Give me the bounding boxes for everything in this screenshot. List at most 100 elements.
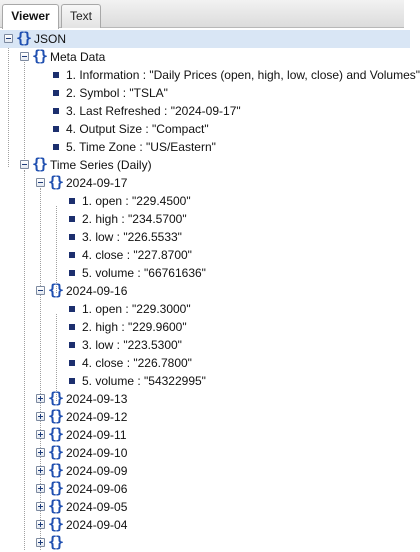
collapse-toggle-icon[interactable] — [4, 34, 13, 43]
tree-connector — [24, 62, 25, 167]
tree-leaf-label: 1. open : "229.4500" — [82, 194, 191, 208]
tree-node-date-collapsed[interactable]: {} 2024-09-04 — [0, 516, 410, 534]
property-icon — [69, 252, 75, 258]
collapse-toggle-icon[interactable] — [36, 178, 45, 187]
property-icon — [69, 342, 75, 348]
property-icon — [53, 126, 59, 132]
tree-leaf[interactable]: 3. low : "226.5533" — [0, 228, 410, 246]
property-icon — [69, 378, 75, 384]
tree-leaf[interactable]: 4. Output Size : "Compact" — [0, 120, 410, 138]
tree-leaf-label: 2. high : "229.9600" — [82, 320, 187, 334]
tree-connector — [24, 170, 25, 550]
object-braces-icon: {} — [48, 533, 64, 551]
tree-node-label: 2024-09-06 — [66, 482, 128, 496]
tree-leaf-label: 3. Last Refreshed : "2024-09-17" — [66, 104, 241, 118]
tree-node-label: Meta Data — [50, 50, 106, 64]
tree-connector — [40, 188, 41, 550]
object-braces-icon: {} — [48, 479, 64, 497]
tree-leaf[interactable]: 2. Symbol : "TSLA" — [0, 84, 410, 102]
property-icon — [69, 270, 75, 276]
property-icon — [53, 90, 59, 96]
tree-node-label: 2024-09-04 — [66, 518, 128, 532]
tree-leaf[interactable]: 5. Time Zone : "US/Eastern" — [0, 138, 410, 156]
property-icon — [53, 108, 59, 114]
expand-toggle-icon[interactable] — [36, 394, 45, 403]
expand-toggle-icon[interactable] — [36, 466, 45, 475]
expand-toggle-icon[interactable] — [36, 448, 45, 457]
tree-leaf[interactable]: 1. open : "229.4500" — [0, 192, 410, 210]
property-icon — [69, 216, 75, 222]
tree-node-date-collapsed[interactable]: {} 2024-09-13 — [0, 390, 410, 408]
tree-node-label: JSON — [34, 32, 67, 46]
object-braces-icon: {} — [48, 389, 64, 407]
tree-node-date-collapsed[interactable]: {} — [0, 534, 410, 552]
collapse-toggle-icon[interactable] — [20, 52, 29, 61]
tree-leaf[interactable]: 2. high : "234.5700" — [0, 210, 410, 228]
expand-toggle-icon[interactable] — [36, 430, 45, 439]
property-icon — [53, 144, 59, 150]
tree-node-date-collapsed[interactable]: {} 2024-09-12 — [0, 408, 410, 426]
property-icon — [69, 198, 75, 204]
tree-leaf-label: 4. Output Size : "Compact" — [66, 122, 209, 136]
tree-node-label: 2024-09-13 — [66, 392, 128, 406]
property-icon — [69, 360, 75, 366]
json-tree: {} JSON {} Meta Data 1. Information : "D… — [0, 30, 420, 551]
tab-text[interactable]: Text — [61, 4, 101, 28]
tab-viewer[interactable]: Viewer — [2, 4, 59, 29]
collapse-toggle-icon[interactable] — [20, 160, 29, 169]
tree-leaf[interactable]: 5. volume : "66761636" — [0, 264, 410, 282]
tree-leaf[interactable]: 4. close : "227.8700" — [0, 246, 410, 264]
object-braces-icon: {} — [48, 407, 64, 425]
object-braces-icon: {} — [48, 515, 64, 533]
object-braces-icon: {} — [48, 281, 64, 299]
tree-node-date-collapsed[interactable]: {} 2024-09-05 — [0, 498, 410, 516]
tree-node-meta-data[interactable]: {} Meta Data — [0, 48, 410, 66]
tree-leaf[interactable]: 3. Last Refreshed : "2024-09-17" — [0, 102, 410, 120]
object-braces-icon: {} — [48, 461, 64, 479]
tree-node-root[interactable]: {} JSON — [0, 30, 410, 48]
tree-leaf[interactable]: 1. Information : "Daily Prices (open, hi… — [0, 66, 420, 84]
tree-node-date-collapsed[interactable]: {} 2024-09-09 — [0, 462, 410, 480]
expand-toggle-icon[interactable] — [36, 538, 45, 547]
tree-leaf[interactable]: 5. volume : "54322995" — [0, 372, 410, 390]
tree-leaf-label: 3. low : "223.5300" — [82, 338, 182, 352]
tree-node-label: 2024-09-11 — [66, 428, 127, 442]
object-braces-icon: {} — [32, 47, 48, 65]
expand-toggle-icon[interactable] — [36, 502, 45, 511]
expand-toggle-icon[interactable] — [36, 520, 45, 529]
expand-toggle-icon[interactable] — [36, 412, 45, 421]
tree-node-date-collapsed[interactable]: {} 2024-09-10 — [0, 444, 410, 462]
tree-leaf-label: 1. Information : "Daily Prices (open, hi… — [66, 68, 420, 82]
object-braces-icon: {} — [48, 425, 64, 443]
expand-toggle-icon[interactable] — [36, 484, 45, 493]
object-braces-icon: {} — [16, 29, 32, 47]
tree-leaf[interactable]: 3. low : "223.5300" — [0, 336, 410, 354]
tree-leaf-label: 4. close : "227.8700" — [82, 248, 192, 262]
tree-node-label: 2024-09-16 — [66, 284, 128, 298]
tree-leaf-label: 3. low : "226.5533" — [82, 230, 182, 244]
tree-connector — [8, 44, 9, 167]
property-icon — [69, 234, 75, 240]
object-braces-icon: {} — [48, 497, 64, 515]
collapse-toggle-icon[interactable] — [36, 286, 45, 295]
tree-leaf[interactable]: 4. close : "226.7800" — [0, 354, 410, 372]
tree-leaf-label: 1. open : "229.3000" — [82, 302, 191, 316]
tree-leaf-label: 2. Symbol : "TSLA" — [66, 86, 168, 100]
tree-node-date[interactable]: {} 2024-09-17 — [0, 174, 410, 192]
tree-node-date-collapsed[interactable]: {} 2024-09-06 — [0, 480, 410, 498]
object-braces-icon: {} — [48, 173, 64, 191]
tree-leaf[interactable]: 1. open : "229.3000" — [0, 300, 410, 318]
property-icon — [69, 306, 75, 312]
property-icon — [69, 324, 75, 330]
tree-leaf-label: 5. volume : "54322995" — [82, 374, 206, 388]
tree-node-date[interactable]: {} 2024-09-16 — [0, 282, 410, 300]
tree-leaf-label: 2. high : "234.5700" — [82, 212, 187, 226]
tree-node-label: 2024-09-10 — [66, 446, 128, 460]
tree-leaf[interactable]: 2. high : "229.9600" — [0, 318, 410, 336]
tree-node-date-collapsed[interactable]: {} 2024-09-11 — [0, 426, 410, 444]
tree-node-label: 2024-09-09 — [66, 464, 128, 478]
tree-node-label: 2024-09-12 — [66, 410, 128, 424]
tree-node-time-series[interactable]: {} Time Series (Daily) — [0, 156, 410, 174]
tree-connector — [56, 314, 57, 401]
tree-node-label: Time Series (Daily) — [50, 158, 152, 172]
